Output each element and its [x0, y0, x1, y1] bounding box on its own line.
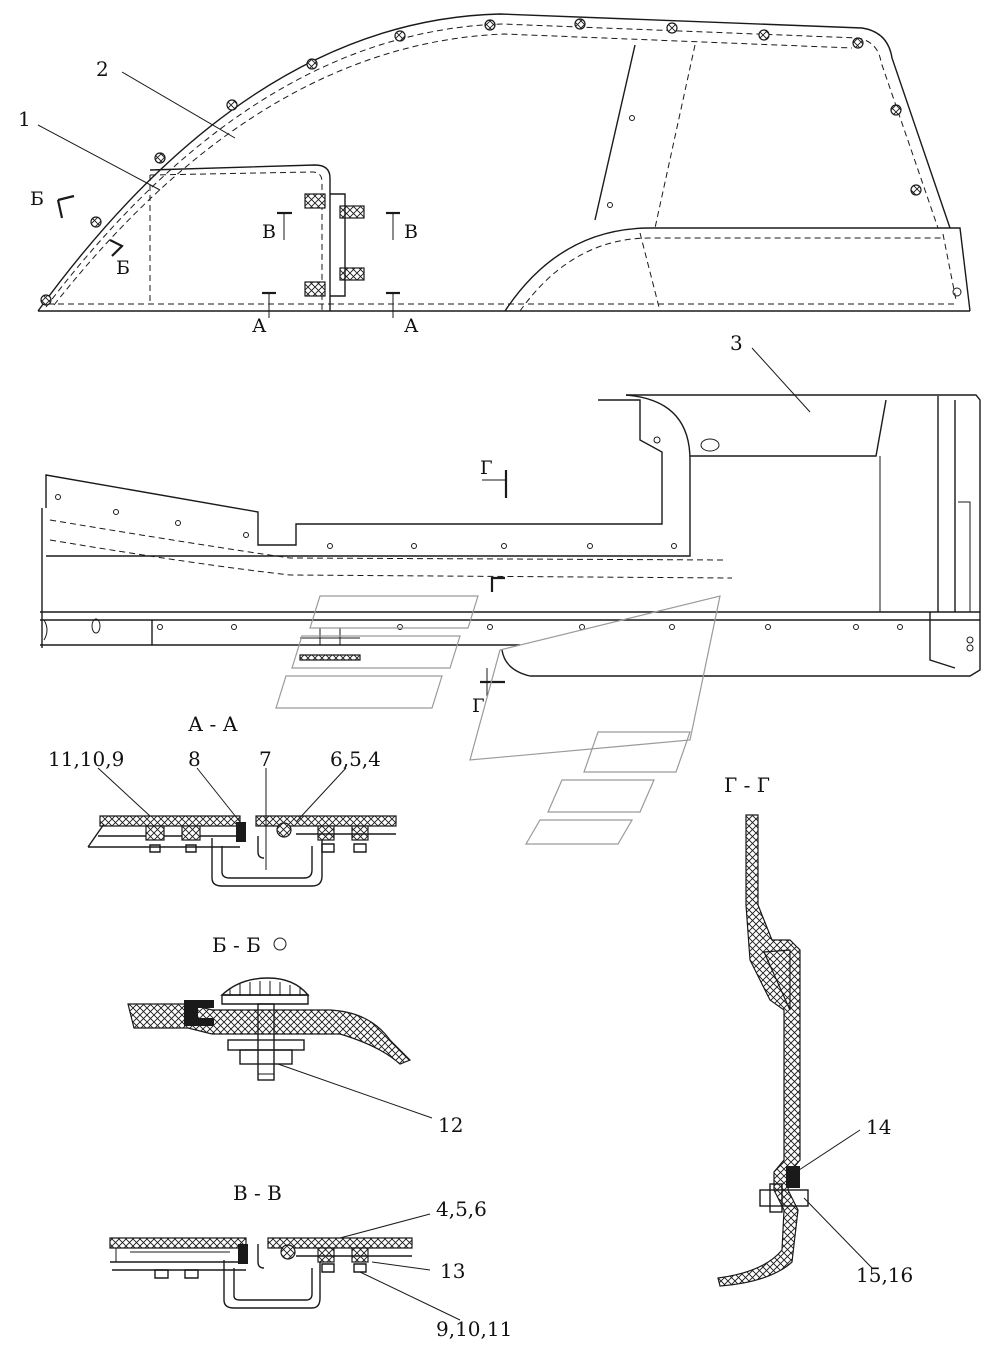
label-part-1: 1	[18, 107, 31, 131]
label-6-5-4: 6,5,4	[330, 747, 381, 771]
section-mark-v-right: В	[404, 221, 418, 243]
watermark	[275, 595, 721, 845]
label-part-2: 2	[96, 57, 109, 81]
section-title-bb: Б - Б	[212, 933, 261, 957]
label-14: 14	[866, 1115, 891, 1139]
label-13: 13	[440, 1259, 465, 1283]
label-9-10-11: 9,10,11	[436, 1317, 512, 1341]
section-b-b: Б - Б 12	[127, 933, 463, 1137]
label-8: 8	[188, 747, 201, 771]
section-title-aa: А - А	[188, 712, 238, 736]
top-view: 2 1 Б Б В В А А	[18, 13, 971, 337]
section-title-vv: В - В	[233, 1181, 282, 1205]
middle-view: 3 Г Г	[40, 331, 981, 717]
section-mark-g-bottom: Г	[472, 695, 485, 717]
label-4-5-6: 4,5,6	[436, 1197, 487, 1221]
label-11-10-9: 11,10,9	[48, 747, 124, 771]
label-7: 7	[259, 747, 272, 771]
section-mark-b-right: Б	[116, 257, 130, 279]
roof-bolts	[40, 18, 922, 306]
section-v-v: В - В 4,5,6 13 9,10,11	[109, 1181, 512, 1341]
rotate-icon	[273, 937, 287, 951]
label-12: 12	[438, 1113, 463, 1137]
label-part-3: 3	[730, 331, 743, 355]
section-a-a: А - А 11,10,9 8 7 6,5,4	[48, 712, 397, 887]
section-mark-b-left: Б	[30, 188, 44, 210]
hole-row	[55, 494, 974, 652]
section-mark-g-top: Г	[480, 457, 493, 479]
section-g-g: Г - Г 14 15,16	[717, 773, 913, 1287]
label-15-16: 15,16	[856, 1263, 913, 1287]
hinge-blocks	[304, 193, 365, 297]
section-mark-a-left: А	[252, 315, 267, 337]
section-title-gg: Г - Г	[724, 773, 770, 797]
section-mark-v-left: В	[262, 221, 276, 243]
section-mark-a-right: А	[404, 315, 419, 337]
